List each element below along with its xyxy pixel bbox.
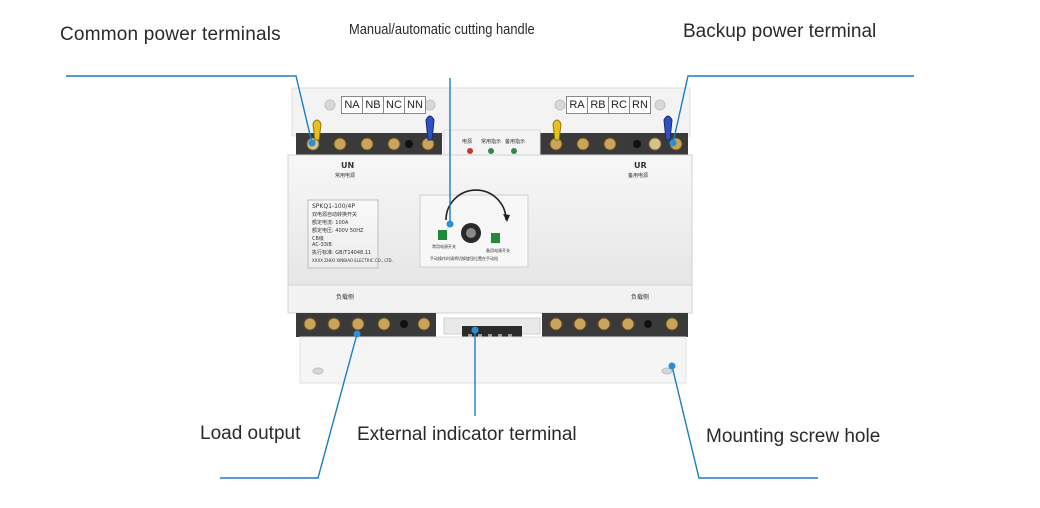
pole-label-ra: RA bbox=[566, 96, 588, 114]
handle-backup-switch bbox=[491, 233, 500, 243]
yellow-clamp-right bbox=[552, 119, 562, 141]
bottom-terminal-block-right bbox=[542, 313, 688, 337]
load-side-label-left: 负载侧 bbox=[336, 294, 355, 301]
nameplate-title: 双电源自动转换开关 bbox=[312, 212, 358, 218]
callout-backup-power-terminal: Backup power terminal bbox=[683, 21, 877, 42]
pole-label-nc: NC bbox=[383, 96, 405, 114]
mounting-hole-left bbox=[312, 367, 324, 375]
handle-label-common: 常用电源开关 bbox=[432, 244, 456, 249]
nameplate-category: AC-33iB bbox=[312, 242, 332, 248]
mounting-hole-right bbox=[661, 367, 673, 375]
callout-load-output: Load output bbox=[200, 423, 301, 444]
pole-label-na: NA bbox=[341, 96, 363, 114]
callout-common-power-terminals: Common power terminals bbox=[60, 24, 281, 45]
callout-lines bbox=[66, 75, 914, 479]
load-side-label-right: 负载侧 bbox=[631, 294, 650, 301]
common-supply-symbol: UN bbox=[341, 161, 355, 170]
handle-arc-arrow bbox=[503, 214, 510, 222]
nameplate-model: SPKQ1-100/4P bbox=[312, 203, 355, 210]
backup-supply-symbol: UR bbox=[634, 161, 647, 170]
nameplate-class: CB级 bbox=[312, 236, 324, 242]
callout-line-backup bbox=[672, 75, 914, 144]
backup-supply-caption: 备用电源 bbox=[628, 173, 649, 179]
handle-warning: 手动操作时请将切换旋钮位置在手动档 bbox=[430, 256, 498, 261]
bottom-terminal-screws bbox=[303, 317, 679, 331]
nameplate bbox=[307, 199, 379, 269]
indicator-label-common: 常用指示 bbox=[481, 139, 502, 145]
pole-label-rc: RC bbox=[608, 96, 630, 114]
handle-knob-inner bbox=[466, 228, 476, 238]
callout-external-indicator-terminal: External indicator terminal bbox=[357, 424, 577, 445]
indicator-label-power: 电源 bbox=[462, 139, 473, 145]
callout-manual-automatic-handle: Manual/automatic cutting handle bbox=[349, 21, 535, 38]
pole-label-rb: RB bbox=[587, 96, 609, 114]
callout-line-load bbox=[220, 333, 358, 479]
indicator-label-backup: 备用指示 bbox=[505, 139, 526, 145]
nameplate-standard: 执行标准: GB/T14048.11 bbox=[312, 250, 372, 256]
led-backup bbox=[511, 148, 517, 154]
callout-dots bbox=[308, 139, 677, 370]
yellow-clamp-left bbox=[312, 119, 322, 141]
blue-clamp-right bbox=[663, 115, 673, 141]
bottom-terminal-block-left bbox=[296, 313, 436, 337]
nameplate-maker: XXXX ZHIXI XINBIAO ELECTRIC CO., LTD. bbox=[312, 258, 393, 263]
handle-common-switch bbox=[438, 230, 447, 240]
lower-band bbox=[287, 284, 693, 314]
blue-clamp-left bbox=[425, 115, 435, 141]
callout-mounting-screw-hole: Mounting screw hole bbox=[706, 426, 881, 447]
pole-label-rn: RN bbox=[629, 96, 651, 114]
mounting-base bbox=[299, 336, 687, 384]
common-supply-caption: 常用电源 bbox=[335, 173, 356, 179]
pole-label-nn: NN bbox=[404, 96, 426, 114]
pole-label-nb: NB bbox=[362, 96, 384, 114]
nameplate-voltage: 额定电压: 400V 50HZ bbox=[312, 228, 364, 234]
led-common bbox=[488, 148, 494, 154]
callout-line-mount bbox=[671, 365, 818, 479]
handle-arc bbox=[445, 189, 507, 221]
led-power bbox=[467, 148, 473, 154]
nameplate-current: 额定电流: 100A bbox=[312, 220, 349, 226]
callout-line-common bbox=[66, 75, 313, 144]
handle-label-backup: 备用电源开关 bbox=[486, 248, 510, 253]
